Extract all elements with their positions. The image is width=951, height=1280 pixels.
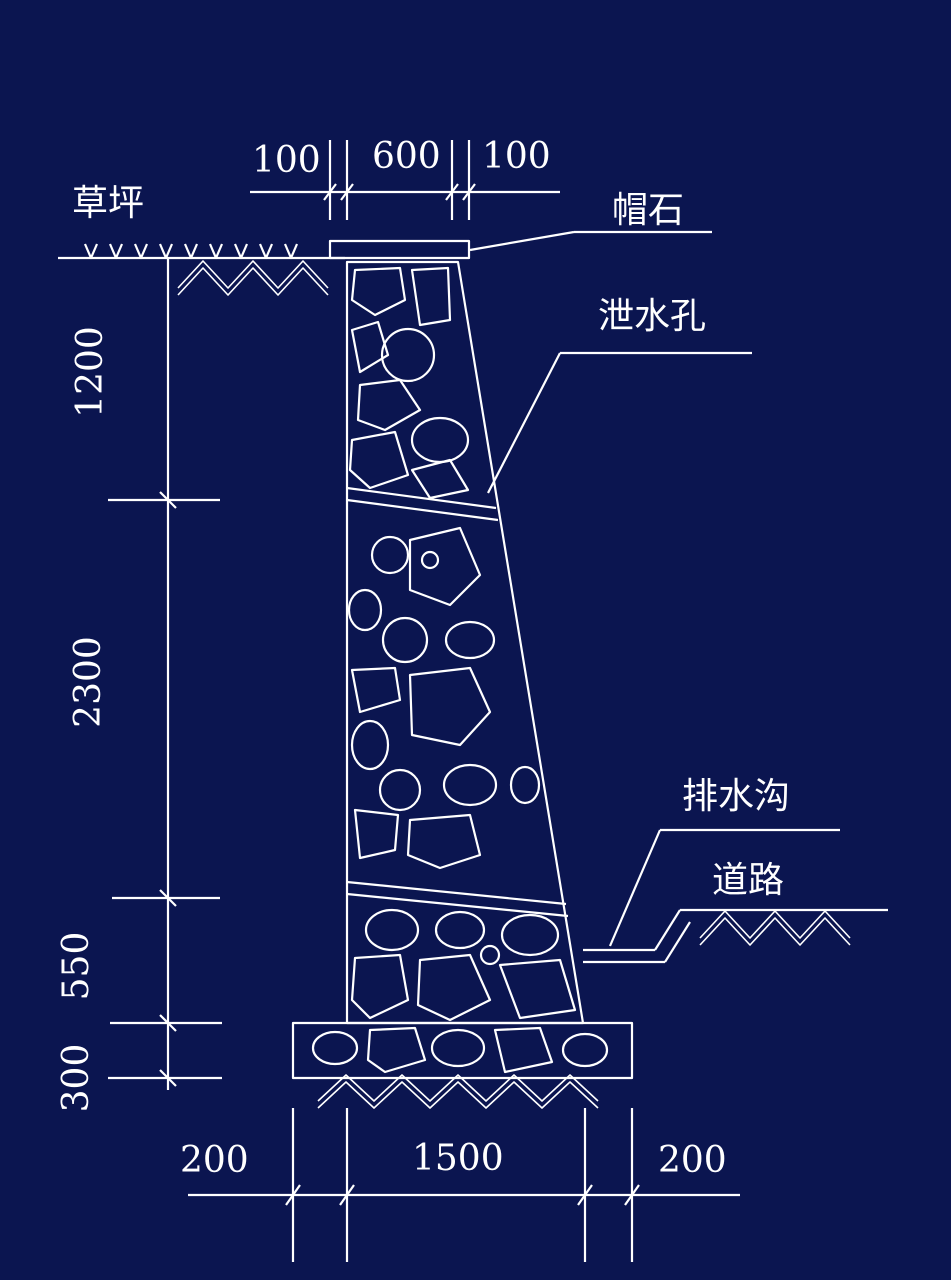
- dimension-left: [108, 258, 222, 1090]
- dim-top-right: 100: [482, 136, 551, 177]
- dim-bottom-center: 1500: [412, 1138, 504, 1179]
- label-road: 道路: [712, 860, 784, 901]
- lawn-ground: [58, 243, 345, 296]
- dim-left-1200: 1200: [70, 326, 111, 418]
- dim-left-300: 300: [56, 1044, 97, 1113]
- retaining-wall: [345, 260, 585, 1025]
- dimension-top: [250, 140, 560, 220]
- leader-lines: [469, 230, 840, 947]
- top-accent-bar: [0, 0, 951, 4]
- label-lawn: 草坪: [72, 183, 144, 224]
- dim-bottom-left: 200: [180, 1140, 249, 1181]
- dim-left-2300: 2300: [68, 636, 109, 728]
- dim-bottom-right: 200: [658, 1140, 727, 1181]
- foundation-footing: [291, 1021, 634, 1109]
- drain-hole-upper: [346, 486, 499, 522]
- dimension-bottom: [188, 1108, 740, 1262]
- grass-marks: [83, 243, 299, 260]
- drain-ditch: [583, 909, 691, 964]
- road-ground: [680, 908, 888, 946]
- label-drain-hole: 泄水孔: [598, 296, 706, 337]
- dim-left-550: 550: [56, 932, 97, 1001]
- dim-top-center: 600: [372, 136, 441, 177]
- label-cap-stone: 帽石: [612, 190, 684, 231]
- label-drain-ditch: 排水沟: [682, 776, 790, 817]
- dim-top-left: 100: [252, 140, 321, 181]
- cap-stone: [328, 239, 471, 260]
- drain-hole-lower: [346, 880, 569, 918]
